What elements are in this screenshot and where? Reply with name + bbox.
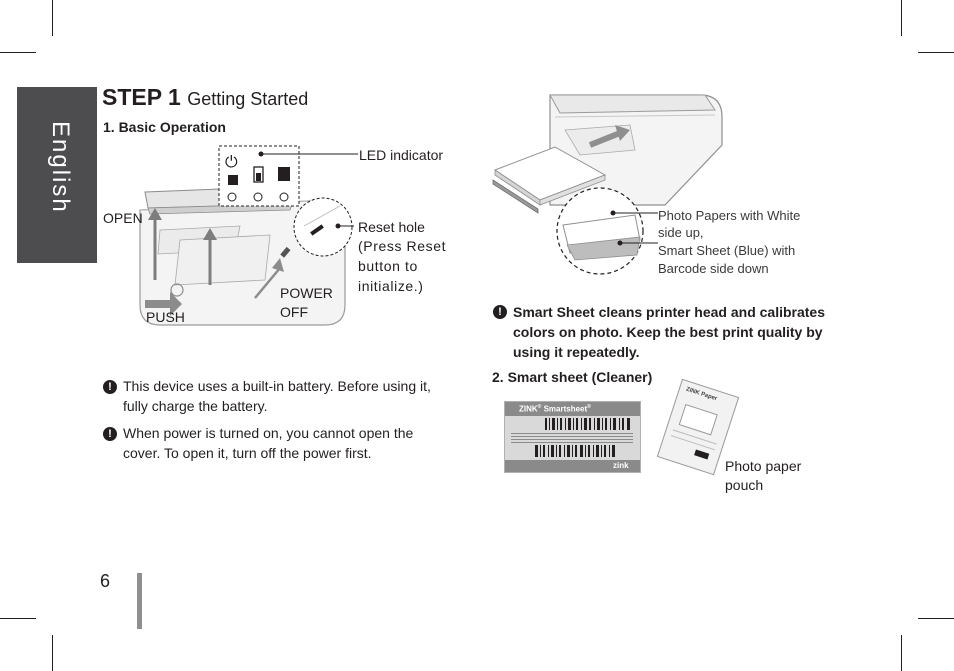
page-bar	[137, 573, 142, 629]
warning-icon: !	[103, 427, 117, 441]
reset-hole-desc-3: initialize.)	[358, 278, 424, 294]
smart-sheet-card: ZINK® Smartsheet® zink	[504, 401, 641, 473]
reset-hole-desc-2: button to	[358, 258, 418, 274]
led-indicator-box: ⏻	[218, 145, 300, 207]
pouch-label-line2: pouch	[725, 477, 764, 493]
section-heading-smart-sheet: 2. Smart sheet (Cleaner)	[492, 369, 653, 385]
crop-mark	[918, 618, 954, 619]
open-label: OPEN	[103, 210, 143, 226]
crop-mark	[901, 0, 902, 36]
power-off-label-1: POWER	[280, 285, 333, 301]
printer-illustration	[139, 185, 346, 326]
crop-mark	[52, 0, 53, 36]
paper-detail-circle	[556, 187, 658, 275]
reset-hole-label: Reset hole	[358, 219, 425, 235]
barcode	[545, 418, 630, 430]
crop-mark	[918, 52, 954, 53]
warning-icon: !	[103, 380, 117, 394]
paper-loading-illustration	[492, 94, 723, 214]
reset-hole-circle	[293, 197, 354, 257]
pouch-label-line1: Photo paper	[725, 458, 802, 474]
crop-mark	[901, 635, 902, 671]
step-title: Getting Started	[187, 89, 309, 109]
paper-label-line4: Barcode side down	[658, 261, 769, 276]
crop-mark	[52, 635, 53, 671]
barcode	[535, 445, 615, 457]
step-number: STEP 1	[102, 84, 181, 110]
note-smartsheet-line3: using it repeatedly.	[513, 344, 640, 360]
svg-text:⏻: ⏻	[225, 152, 238, 171]
pouch-brand: ZINK Paper	[685, 386, 718, 403]
power-off-label-2: OFF	[280, 304, 308, 320]
note-battery-line2: fully charge the battery.	[123, 398, 268, 414]
crop-mark	[0, 618, 36, 619]
push-label: PUSH	[146, 309, 185, 325]
note-smartsheet-line1: Smart Sheet cleans printer head and cali…	[513, 304, 826, 320]
paper-label-line3: Smart Sheet (Blue) with	[658, 243, 796, 258]
led-leader-line	[258, 151, 358, 157]
note-cover-line1: When power is turned on, you cannot open…	[123, 425, 414, 441]
section-heading-basic-operation: 1. Basic Operation	[103, 119, 226, 135]
crop-mark	[0, 52, 36, 53]
page-number: 6	[100, 571, 111, 591]
page-title: STEP 1 Getting Started	[102, 84, 308, 111]
led-indicator-label: LED indicator	[359, 147, 444, 163]
note-battery-line1: This device uses a built-in battery. Bef…	[123, 378, 431, 394]
note-cover-line2: cover. To open it, turn off the power fi…	[123, 445, 372, 461]
smartsheet-brand: ZINK	[519, 404, 538, 414]
smartsheet-name: Smartsheet	[543, 404, 588, 414]
paper-label-line2: side up,	[658, 225, 704, 240]
smartsheet-footer-logo: zink	[613, 461, 629, 470]
warning-icon: !	[493, 305, 507, 319]
paper-label-line1: Photo Papers with White	[658, 208, 801, 223]
language-tab-label: English	[47, 121, 74, 214]
language-tab	[17, 87, 97, 263]
note-smartsheet-line2: colors on photo. Keep the best print qua…	[513, 324, 823, 340]
reset-hole-desc-1: (Press Reset	[358, 238, 447, 254]
